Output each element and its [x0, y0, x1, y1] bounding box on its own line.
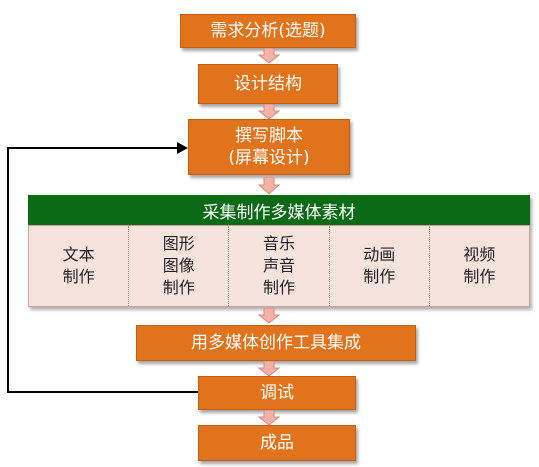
step-debug: 调试 — [198, 376, 356, 410]
media-text-cell: 文本 制作 — [29, 226, 130, 306]
step-write-script-label: 撰写脚本 — [235, 126, 303, 146]
step-integrate-authoring-tool-label: 用多媒体创作工具集成 — [191, 333, 361, 353]
arrow-down-3 — [258, 177, 280, 195]
media-audio-label: 音乐 声音 制作 — [263, 234, 296, 297]
media-audio-cell: 音乐 声音 制作 — [229, 226, 330, 306]
step-screen-design-label: (屏幕设计) — [228, 148, 310, 168]
media-production-panel: 文本 制作 图形 图像 制作 音乐 声音 制作 动画 制作 视频 制作 — [28, 225, 530, 307]
step-final-product: 成品 — [198, 425, 356, 461]
media-text-label: 文本 制作 — [62, 245, 95, 286]
media-graphics-label: 图形 图像 制作 — [162, 234, 195, 297]
step-debug-label: 调试 — [260, 383, 294, 403]
media-animation-cell: 动画 制作 — [330, 226, 430, 306]
arrow-down-5 — [258, 361, 280, 377]
collect-media-header: 采集制作多媒体素材 — [28, 195, 530, 225]
arrow-down-2 — [258, 104, 280, 120]
arrow-down-1 — [258, 48, 280, 64]
arrow-down-4 — [258, 308, 280, 324]
step-requirements-analysis: 需求分析(选题) — [180, 14, 356, 48]
step-final-product-label: 成品 — [260, 433, 294, 453]
step-integrate-authoring-tool: 用多媒体创作工具集成 — [136, 325, 416, 361]
arrow-down-6 — [258, 410, 280, 426]
step-design-structure-label: 设计结构 — [234, 74, 302, 94]
step-write-script: 撰写脚本 (屏幕设计) — [188, 119, 350, 175]
media-animation-label: 动画 制作 — [363, 245, 396, 286]
media-video-label: 视频 制作 — [463, 245, 496, 286]
step-requirements-analysis-label: 需求分析(选题) — [210, 21, 326, 41]
collect-media-title: 采集制作多媒体素材 — [202, 202, 356, 223]
media-video-cell: 视频 制作 — [430, 226, 529, 306]
media-graphics-cell: 图形 图像 制作 — [129, 226, 230, 306]
step-design-structure: 设计结构 — [198, 64, 338, 104]
